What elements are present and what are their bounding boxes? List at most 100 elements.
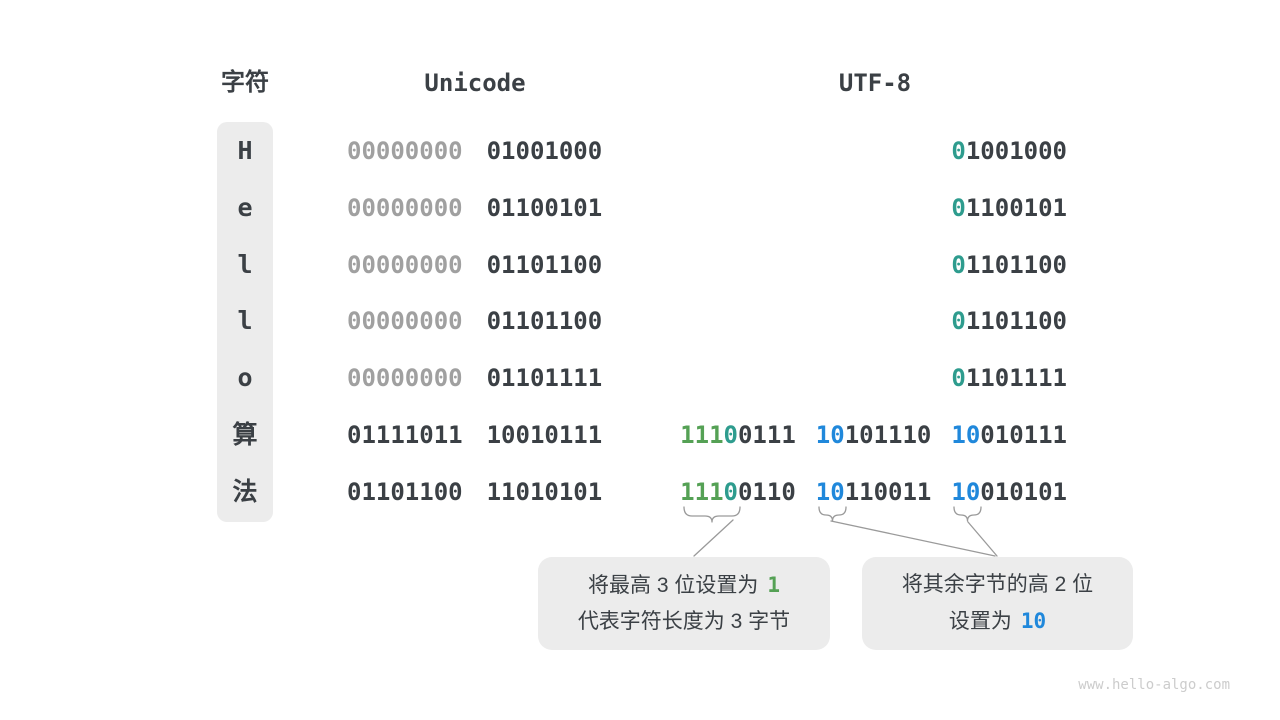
encoding-row: H 00000000 01001000 01001000: [0, 136, 1280, 166]
connector-line-callout2a: [830, 520, 996, 557]
highlight-value-blue: 10: [1020, 609, 1047, 633]
bit-segment-dark: 01111011: [347, 421, 463, 449]
binary-byte: 01101111: [951, 364, 1067, 392]
callout-text: 将其余字节的高 2 位: [901, 573, 1094, 596]
callout-line: 设置为 10: [949, 603, 1046, 640]
binary-byte: 00000000: [347, 194, 463, 222]
binary-byte: 01101100: [487, 307, 603, 335]
callout-text: 将最高 3 位设置为: [587, 574, 759, 597]
character-cell: H: [237, 136, 253, 165]
encoding-row: e 00000000 01100101 01100101: [0, 193, 1280, 223]
watermark: www.hello-algo.com: [1078, 677, 1230, 693]
column-header-unicode: Unicode: [424, 69, 526, 97]
binary-byte: 10110011: [816, 478, 932, 506]
bit-segment-dark: 010101: [980, 478, 1067, 506]
bit-segment-dark: 01101111: [486, 364, 603, 392]
binary-byte: 01100101: [951, 194, 1067, 222]
callout-line: 代表字符长度为 3 字节: [578, 604, 790, 640]
bit-segment-blue: 10: [951, 478, 981, 506]
encoding-row: l 00000000 01101100 01101100: [0, 250, 1280, 280]
bit-segment-dark: 1101100: [965, 307, 1067, 335]
binary-byte: 01101111: [487, 364, 603, 392]
utf8-value: 01101100: [681, 250, 1067, 280]
bit-segment-teal: 0: [951, 194, 966, 222]
binary-byte: 01101100: [951, 251, 1067, 279]
connector-line-callout1: [693, 519, 734, 557]
unicode-value: 00000000 01001000: [347, 136, 603, 166]
binary-byte: 00000000: [347, 251, 463, 279]
callout-high-bits: 将最高 3 位设置为 1 代表字符长度为 3 字节: [538, 557, 830, 650]
column-header-utf8: UTF-8: [838, 69, 912, 97]
binary-byte: 01101100: [347, 478, 463, 506]
binary-byte: 10101110: [816, 421, 932, 449]
bit-segment-gray: 00000000: [347, 194, 463, 222]
callout-continuation-bits: 将其余字节的高 2 位 设置为 10: [862, 557, 1133, 650]
character-cell: l: [237, 250, 253, 279]
character-cell: o: [237, 363, 253, 392]
bit-segment-dark: 0111: [737, 421, 796, 449]
binary-byte: 01101100: [951, 307, 1067, 335]
binary-byte: 00000000: [347, 307, 463, 335]
connector-line-callout2b: [967, 521, 998, 557]
binary-byte: 00000000: [347, 364, 463, 392]
bit-segment-gray: 00000000: [347, 137, 463, 165]
bit-segment-blue: 10: [815, 421, 845, 449]
underbrace-continuation-byte3: [953, 506, 982, 522]
utf8-value: 01100101: [681, 193, 1067, 223]
unicode-value: 00000000 01101100: [347, 250, 603, 280]
callout-text: 代表字符长度为 3 字节: [577, 610, 791, 633]
bit-segment-dark: 101110: [844, 421, 932, 449]
character-cell: 法: [232, 477, 258, 506]
bit-segment-teal: 0: [951, 137, 966, 165]
bit-segment-dark: 01101100: [347, 478, 463, 506]
binary-byte: 01001000: [951, 137, 1067, 165]
bit-segment-dark: 01101100: [486, 307, 603, 335]
bit-segment-dark: 01001000: [486, 137, 603, 165]
unicode-value: 00000000 01100101: [347, 193, 603, 223]
character-cell: l: [237, 306, 253, 335]
bit-segment-dark: 010111: [980, 421, 1067, 449]
character-column-background: [217, 122, 273, 522]
bit-segment-dark: 10010111: [486, 421, 603, 449]
bit-segment-blue: 10: [815, 478, 845, 506]
bit-segment-teal: 0: [723, 478, 738, 506]
binary-byte: 01100101: [487, 194, 603, 222]
binary-byte: 10010101: [951, 478, 1067, 506]
bit-segment-gray: 00000000: [347, 307, 463, 335]
bit-segment-teal: 0: [951, 364, 966, 392]
bit-segment-dark: 0110: [737, 478, 796, 506]
bit-segment-dark: 1101111: [965, 364, 1067, 392]
binary-byte: 11010101: [487, 478, 603, 506]
bit-segment-green: 111: [680, 478, 724, 506]
callout-text: 设置为: [948, 610, 1012, 633]
binary-byte: 01001000: [487, 137, 603, 165]
unicode-value: 00000000 01101111: [347, 363, 603, 393]
binary-byte: 11100110: [680, 478, 796, 506]
bit-segment-dark: 01100101: [486, 194, 603, 222]
character-cell: e: [237, 193, 253, 222]
unicode-value: 01101100 11010101: [347, 477, 603, 507]
utf8-value: 01101111: [681, 363, 1067, 393]
callout-line: 将最高 3 位设置为 1: [588, 567, 780, 604]
utf8-value: 01101100: [681, 306, 1067, 336]
bit-segment-teal: 0: [723, 421, 738, 449]
binary-byte: 00000000: [347, 137, 463, 165]
encoding-row: l 00000000 01101100 01101100: [0, 306, 1280, 336]
bit-segment-dark: 110011: [844, 478, 932, 506]
underbrace-prefix-bits: [683, 506, 741, 523]
binary-byte: 10010111: [951, 421, 1067, 449]
highlight-value-green: 1: [767, 573, 780, 597]
binary-byte: 10010111: [487, 421, 603, 449]
utf8-value: 01001000: [681, 136, 1067, 166]
bit-segment-dark: 01101100: [486, 251, 603, 279]
binary-byte: 01101100: [487, 251, 603, 279]
binary-byte: 11100111: [680, 421, 796, 449]
bit-segment-green: 111: [680, 421, 724, 449]
bit-segment-blue: 10: [951, 421, 981, 449]
character-cell: 算: [232, 420, 258, 449]
